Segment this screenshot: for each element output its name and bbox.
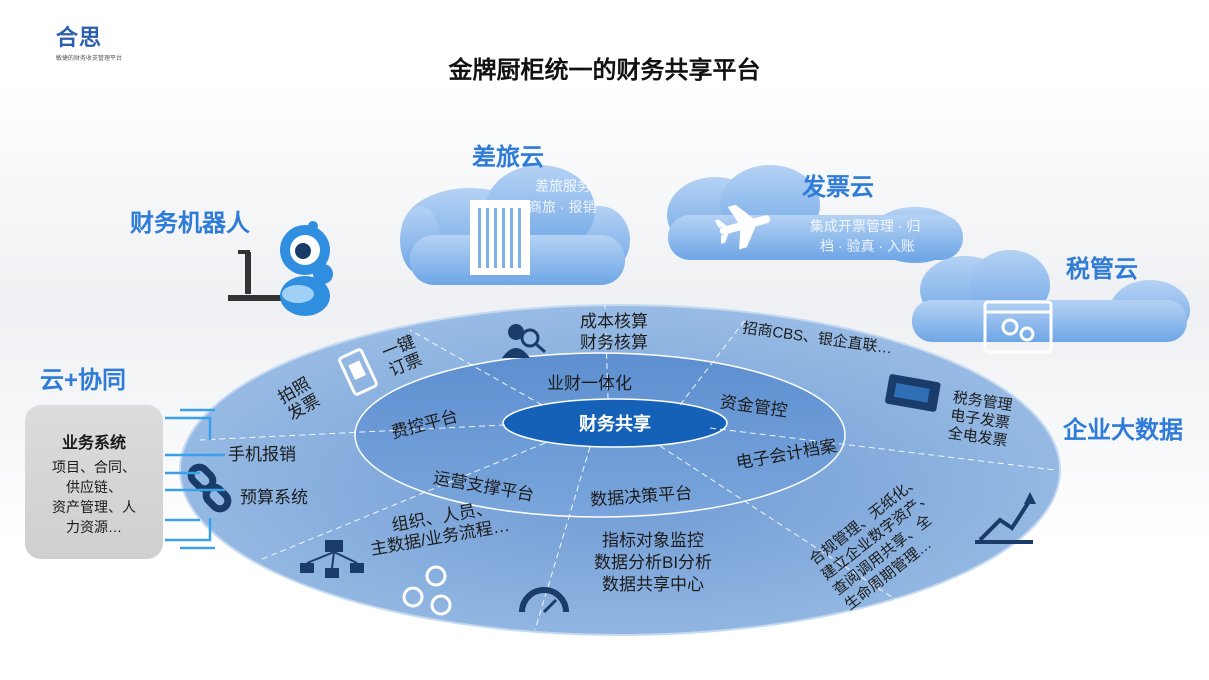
logo-tagline: 敏捷的财务收支管理平台: [56, 56, 123, 62]
phone-icon: [338, 348, 378, 396]
travel-cloud-sub2: 商旅 · 报销: [528, 199, 597, 215]
invoice-cloud-sub1: 集成开票管理 · 归: [810, 218, 921, 234]
search-person-icon: [502, 324, 546, 358]
business-systems-line: 力资源…: [66, 519, 122, 535]
biz-fin-integration-label: 业财一体化: [547, 374, 632, 393]
business-systems-line: 项目、合同、: [52, 459, 136, 475]
indicator-line: 数据分析BI分析: [594, 553, 713, 572]
business-systems-box: 业务系统 项目、合同、 供应链、 资产管理、人 力资源…: [25, 405, 163, 559]
settings-window-icon: [983, 300, 1053, 354]
airplane-icon: [714, 204, 771, 250]
logo: 合思 敏捷的财务收支管理平台: [56, 20, 122, 62]
cost-accounting-line: 成本核算: [580, 312, 648, 331]
connector-lines: [165, 408, 225, 550]
big-data-label: 企业大数据: [1063, 417, 1183, 444]
invoice-cloud-sub2: 档 · 验真 · 入账: [820, 238, 915, 254]
cost-accounting-label: 成本核算 财务核算: [580, 311, 648, 353]
travel-cloud-label: 差旅云: [472, 144, 544, 171]
business-systems-line: 资产管理、人: [52, 499, 136, 515]
mobile-expense-label: 手机报销: [228, 445, 296, 464]
divider-lines: [199, 304, 1056, 636]
cloud-collab-label: 云+协同: [40, 367, 127, 394]
people-network-icon: [402, 565, 452, 616]
gauge-icon: [519, 587, 569, 614]
business-systems-line: 供应链、: [66, 479, 122, 495]
invoice-cloud-label: 发票云: [802, 174, 874, 201]
indicator-label: 指标对象监控 数据分析BI分析 数据共享中心: [594, 530, 712, 596]
finance-sharing-core: 财务共享: [579, 414, 651, 434]
travel-cloud-sub1: 差旅服务: [535, 178, 591, 194]
bank-card-icon: [885, 374, 941, 412]
tax-management-label: 税务管理 电子发票 全电发票: [947, 389, 1014, 451]
server-icon: [470, 200, 530, 275]
cost-accounting-line: 财务核算: [580, 333, 648, 352]
indicator-line: 数据共享中心: [602, 575, 705, 594]
core-ellipse: [502, 398, 728, 448]
business-systems-heading: 业务系统: [61, 435, 126, 452]
flowchart-icon: [300, 540, 364, 578]
logo-name: 合思: [56, 25, 103, 50]
budget-system-label: 预算系统: [240, 488, 308, 507]
robot-label: 财务机器人: [130, 210, 250, 237]
indicator-line: 指标对象监控: [602, 531, 705, 550]
tax-cloud-label: 税管云: [1066, 256, 1138, 283]
robot-icon: [228, 221, 333, 316]
growth-chart-icon: [975, 492, 1036, 544]
page-title: 金牌厨柜统一的财务共享平台: [448, 57, 761, 84]
business-systems-list: 项目、合同、 供应链、 资产管理、人 力资源…: [25, 457, 163, 537]
outer-ring-edge: [179, 304, 1061, 636]
